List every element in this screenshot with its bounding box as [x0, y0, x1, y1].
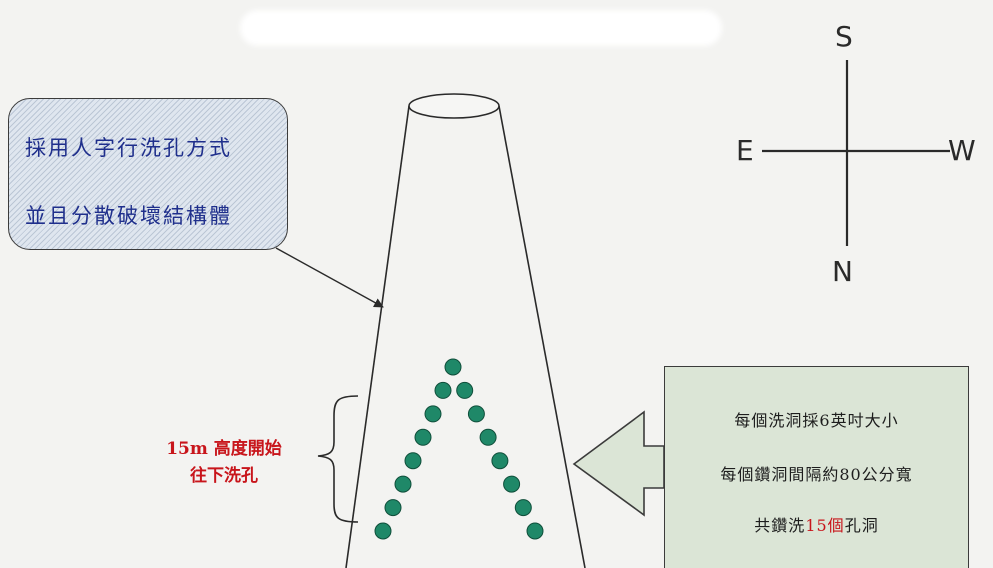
spec-hole-size: 每個洗洞採6英吋大小 — [734, 411, 899, 430]
callout-method: 採用人字行洗孔方式 並且分散破壞結構體 — [8, 98, 288, 250]
height-start-line-1: 15m 高度開始 — [140, 436, 308, 463]
callout-method-line-2: 並且分散破壞結構體 — [25, 204, 232, 228]
hole-12 — [491, 452, 509, 470]
spec-count-value: 15個 — [805, 516, 845, 535]
height-brace — [317, 395, 359, 523]
hole-8 — [374, 522, 392, 540]
erased-scribble — [240, 10, 722, 46]
height-start-text: 高度開始 — [207, 439, 282, 459]
compass-label-n: N — [832, 255, 853, 288]
holes-pattern — [374, 358, 544, 540]
compass-label-e: E — [736, 134, 754, 167]
spec-count-suffix: 孔洞 — [844, 516, 879, 535]
compass-label-w: W — [948, 134, 976, 167]
hole-5 — [404, 452, 422, 470]
hole-1 — [444, 358, 462, 376]
callout-specs: 每個洗洞採6英吋大小 每個鑽洞間隔約80公分寬 共鑽洗15個孔洞 — [664, 366, 969, 568]
callout-method-line-1: 採用人字行洗孔方式 — [25, 136, 232, 160]
pointer-arrow-right — [572, 410, 665, 517]
height-value: 15m — [166, 439, 208, 459]
hole-2 — [434, 381, 452, 399]
height-start-line-2: 往下洗孔 — [190, 466, 258, 486]
compass — [762, 60, 950, 246]
hole-14 — [514, 499, 532, 517]
hole-9 — [456, 381, 474, 399]
hole-4 — [414, 428, 432, 446]
chimney-left-wall — [345, 105, 410, 568]
hole-7 — [384, 499, 402, 517]
hole-3 — [424, 405, 442, 423]
hole-15 — [526, 522, 544, 540]
chimney — [345, 93, 586, 568]
height-start-label: 15m 高度開始 往下洗孔 — [140, 436, 308, 490]
spec-hole-count: 共鑽洗15個孔洞 — [665, 512, 968, 536]
chimney-top-opening — [408, 93, 500, 119]
hole-13 — [503, 475, 521, 493]
spec-hole-spacing: 每個鑽洞間隔約80公分寬 — [720, 465, 913, 484]
hole-6 — [394, 475, 412, 493]
callout-pointer-arrow — [275, 247, 384, 308]
compass-label-s: S — [835, 20, 853, 53]
chimney-right-wall — [498, 105, 586, 568]
hole-11 — [479, 428, 497, 446]
spec-count-prefix: 共鑽洗 — [754, 516, 806, 535]
hole-10 — [467, 405, 485, 423]
